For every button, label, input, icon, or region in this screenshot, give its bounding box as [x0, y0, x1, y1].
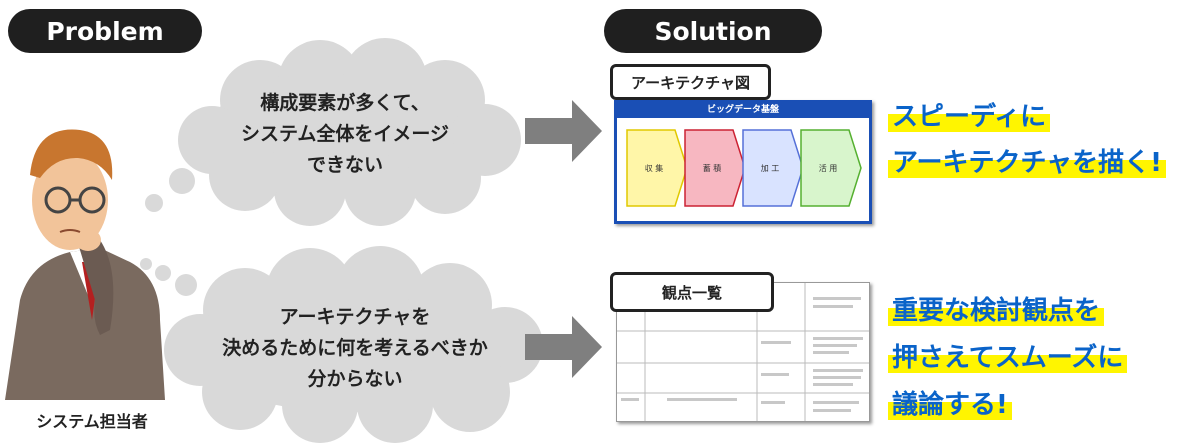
pipeline-stage-label: 加 工 [761, 163, 780, 173]
arrow-right-icon [525, 100, 602, 162]
thought-bubble [140, 258, 152, 270]
thought-cloud-top [178, 38, 521, 226]
pipeline-stage [626, 129, 688, 207]
solution2-headline-line1: 重要な検討観点を [888, 290, 1105, 327]
pipeline-stage [742, 129, 804, 207]
thought-cloud-bottom [164, 246, 543, 443]
architecture-diagram-thumbnail: ビッグデータ基盤 収 集 蓄 積 加 工 活 用 [614, 100, 872, 224]
solution2-headline-line3: 議論する! [888, 384, 1012, 421]
problem-text-bottom: アーキテクチャを 決めるために何を考えるべきか 分からない [222, 306, 488, 390]
thought-bubble [169, 168, 195, 194]
solution1-headline-line1: スピーディに [888, 96, 1051, 133]
pipeline-stage-label: 収 集 [645, 163, 664, 173]
problem-label: Problem [8, 9, 202, 53]
solution2-headline-line2: 押さえてスムーズに [888, 337, 1128, 374]
problem-text-top: 構成要素が多くて、 システム全体をイメージ できない [240, 92, 450, 176]
perspective-list-tag: 観点一覧 [610, 272, 774, 312]
solution1-headline-line2: アーキテクチャを描く! [888, 142, 1167, 179]
solution-label: Solution [604, 9, 822, 53]
worried-man-illustration [5, 129, 165, 400]
pipeline-stage-label: 活 用 [819, 163, 838, 173]
arrow-right-icon [525, 316, 602, 378]
person-caption: システム担当者 [36, 412, 148, 431]
diagram-title: ビッグデータ基盤 [617, 103, 869, 118]
thought-bubble [155, 265, 171, 281]
thought-bubble [175, 274, 197, 296]
diagram-stages: 収 集蓄 積加 工活 用 [626, 129, 862, 207]
thought-bubble [145, 194, 163, 212]
pipeline-stage [684, 129, 746, 207]
pipeline-stage-label: 蓄 積 [703, 163, 722, 173]
architecture-diagram-tag: アーキテクチャ図 [610, 64, 771, 100]
pipeline-stage [800, 129, 862, 207]
